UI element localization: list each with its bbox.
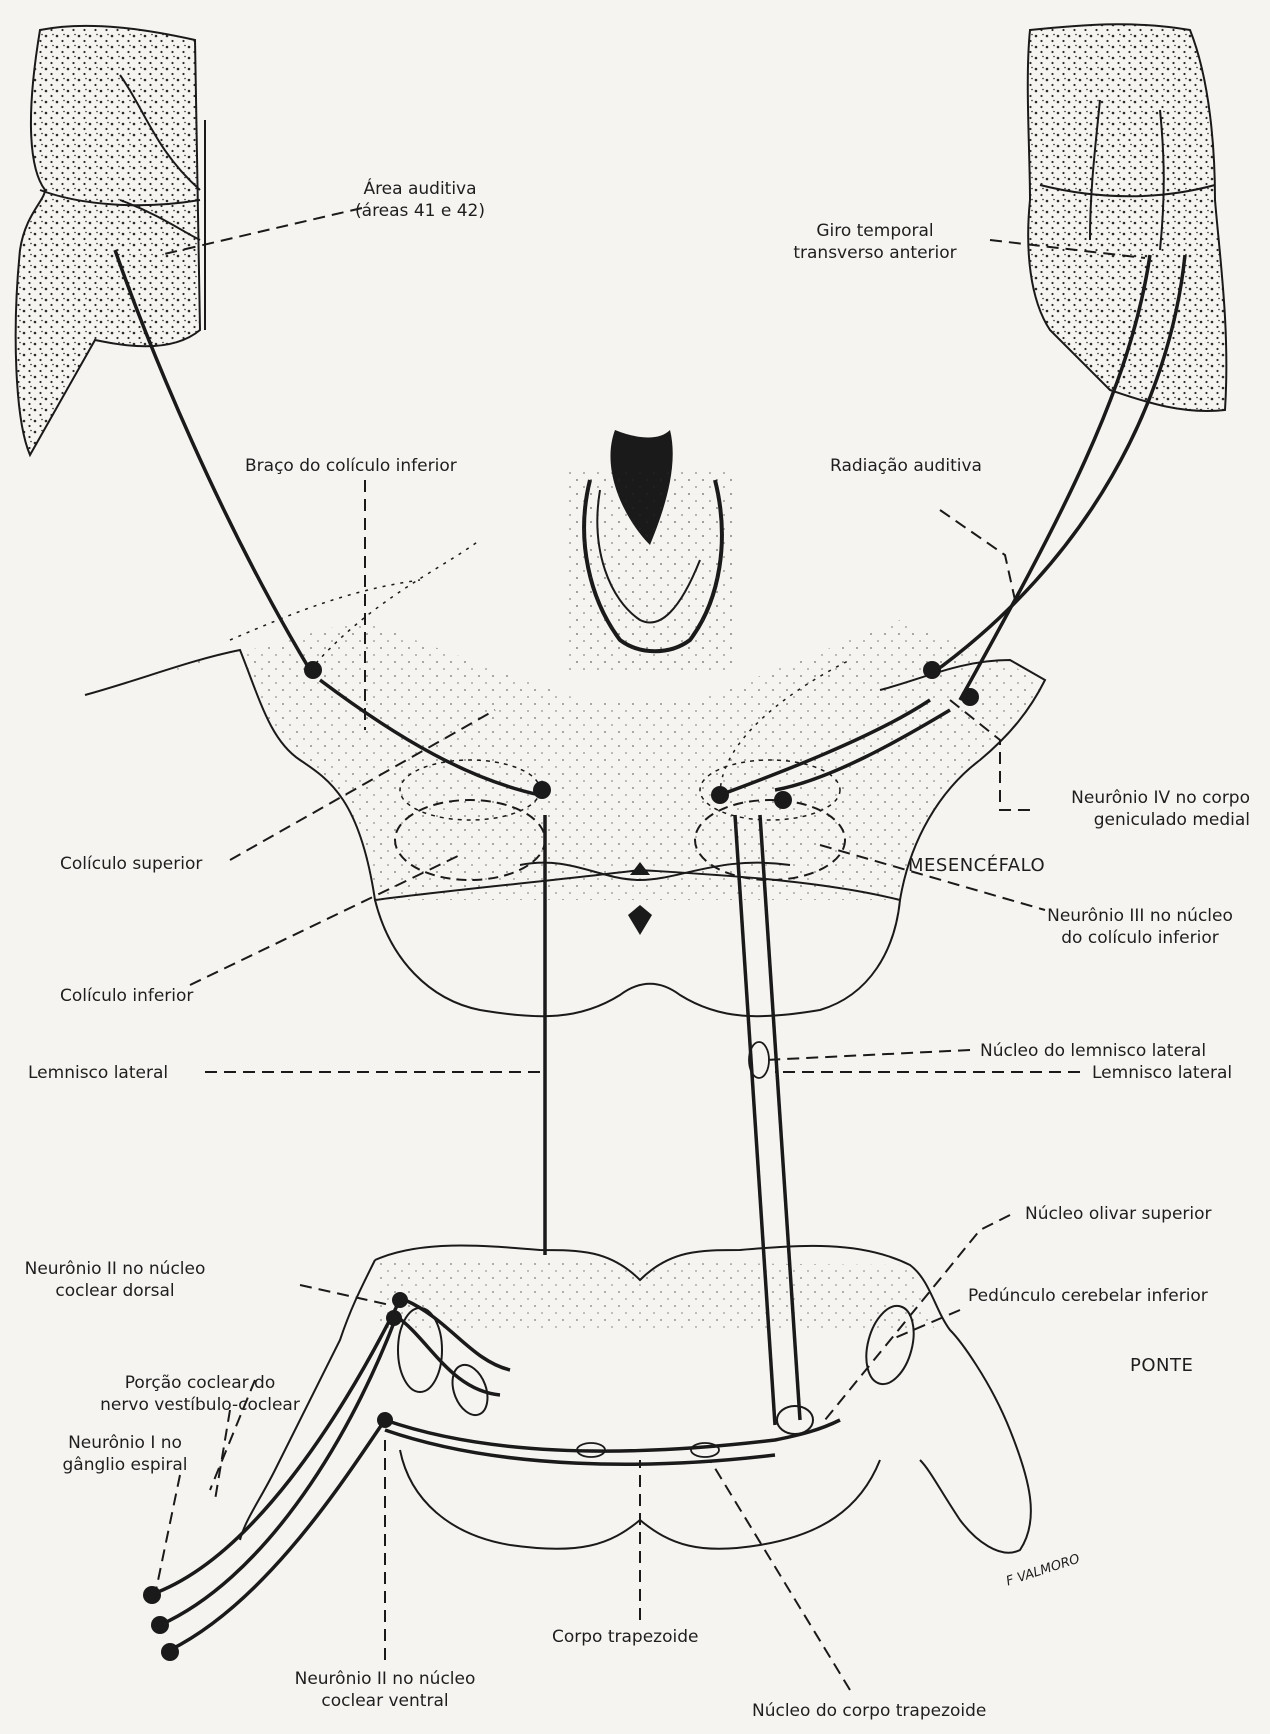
label-neuronio-iv: Neurônio IV no corpo geniculado medial	[1030, 787, 1250, 831]
midbrain	[85, 620, 1045, 1016]
label-neuronio-ii-ventral-line1: Neurônio II no núcleo	[270, 1668, 500, 1690]
label-giro-temporal-line2: transverso anterior	[760, 242, 990, 264]
label-neuronio-iii: Neurônio III no núcleo do colículo infer…	[1030, 905, 1250, 949]
label-nucleo-corpo-trapezoide: Núcleo do corpo trapezoide	[752, 1700, 986, 1722]
label-coliculo-superior: Colículo superior	[60, 853, 202, 875]
label-braco-coliculo: Braço do colículo inferior	[245, 455, 457, 477]
label-nucleo-olivar: Núcleo olivar superior	[1025, 1203, 1212, 1225]
label-coliculo-inferior: Colículo inferior	[60, 985, 193, 1007]
label-pedunculo: Pedúnculo cerebelar inferior	[968, 1285, 1208, 1307]
third-ventricle	[565, 430, 735, 670]
label-neuronio-ii-ventral-line2: coclear ventral	[270, 1690, 500, 1712]
label-porcao-coclear: Porção coclear do nervo vestíbulo-coclea…	[85, 1372, 315, 1416]
label-neuronio-i-line1: Neurônio I no	[50, 1432, 200, 1454]
label-neuronio-iv-line1: Neurônio IV no corpo	[1030, 787, 1250, 809]
label-radiacao-auditiva: Radiação auditiva	[830, 455, 982, 477]
leader-lines	[155, 208, 1145, 1690]
label-neuronio-ii-ventral: Neurônio II no núcleo coclear ventral	[270, 1668, 500, 1712]
label-corpo-trapezoide: Corpo trapezoide	[552, 1626, 698, 1648]
label-neuronio-iii-line1: Neurônio III no núcleo	[1030, 905, 1250, 927]
label-neuronio-ii-dorsal: Neurônio II no núcleo coclear dorsal	[15, 1258, 215, 1302]
label-nucleo-lemnisco: Núcleo do lemnisco lateral	[980, 1040, 1206, 1062]
label-area-auditiva: Área auditiva (áreas 41 e 42)	[320, 178, 520, 222]
label-neuronio-iii-line2: do colículo inferior	[1030, 927, 1250, 949]
label-neuronio-ii-dorsal-line1: Neurônio II no núcleo	[15, 1258, 215, 1280]
label-neuronio-ii-dorsal-line2: coclear dorsal	[15, 1280, 215, 1302]
label-area-auditiva-line1: Área auditiva	[320, 178, 520, 200]
label-neuronio-iv-line2: geniculado medial	[1030, 809, 1250, 831]
label-ponte: PONTE	[1130, 1355, 1193, 1377]
left-cortex	[16, 26, 205, 455]
label-neuronio-i-line2: gânglio espiral	[50, 1454, 200, 1476]
label-porcao-coclear-line1: Porção coclear do	[85, 1372, 315, 1394]
label-lemnisco-lateral-left: Lemnisco lateral	[28, 1062, 168, 1084]
label-giro-temporal-line1: Giro temporal	[760, 220, 990, 242]
label-porcao-coclear-line2: nervo vestíbulo-coclear	[85, 1394, 315, 1416]
label-neuronio-i: Neurônio I no gânglio espiral	[50, 1432, 200, 1476]
label-area-auditiva-line2: (áreas 41 e 42)	[320, 200, 520, 222]
label-mesencefalo: MESENCÉFALO	[908, 855, 1045, 877]
label-lemnisco-lateral-right: Lemnisco lateral	[1092, 1062, 1232, 1084]
label-giro-temporal: Giro temporal transverso anterior	[760, 220, 990, 264]
